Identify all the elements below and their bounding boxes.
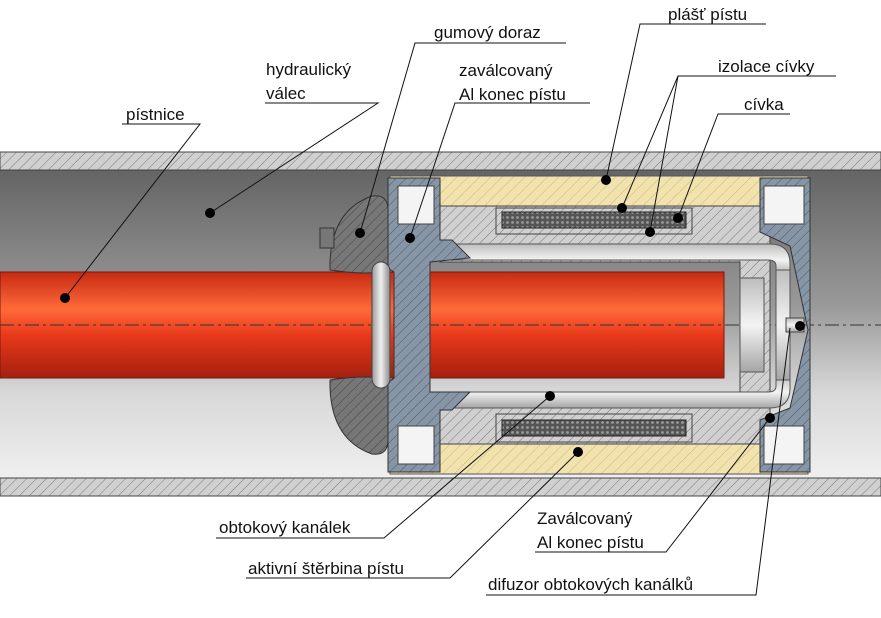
al-end-right-diffuser	[759, 177, 811, 473]
label-rubber-stop: gumový doraz	[434, 23, 541, 42]
label-bypass-channel: obtokový kanálek	[219, 518, 351, 537]
retaining-ring	[371, 261, 391, 389]
label-bypass-diffuser: difuzor obtokových kanálků	[488, 575, 693, 594]
piston-shell-top	[389, 175, 809, 207]
label-coil-insulation: izolace cívky	[718, 57, 815, 76]
label-hydraulic-cylinder-line2: válec	[266, 84, 306, 103]
leader-dots	[60, 175, 805, 457]
label-hydraulic-cylinder-line1: hydraulický	[266, 60, 352, 79]
coil-bottom	[495, 413, 693, 443]
coil-top	[495, 207, 693, 235]
rubber-stop	[329, 195, 389, 455]
leader-lines	[64, 23, 836, 596]
label-rolled-al-end-bottom-line2: Al konec pístu	[537, 533, 644, 552]
label-rolled-al-end-bottom-line1: Zaválcovaný	[537, 509, 633, 528]
label-active-gap: aktivní štěrbina pístu	[248, 559, 404, 578]
label-piston-shell: plášť pístu	[668, 5, 747, 24]
label-coil: cívka	[744, 95, 784, 114]
piston-shell-bottom	[389, 443, 809, 475]
label-rolled-al-end-top-line2: Al konec pístu	[459, 85, 566, 104]
label-pistnice: pístnice	[126, 105, 185, 124]
label-rolled-al-end-top-line1: zaválcovaný	[459, 61, 553, 80]
piston-assembly	[319, 175, 811, 475]
al-end-left	[387, 177, 472, 473]
